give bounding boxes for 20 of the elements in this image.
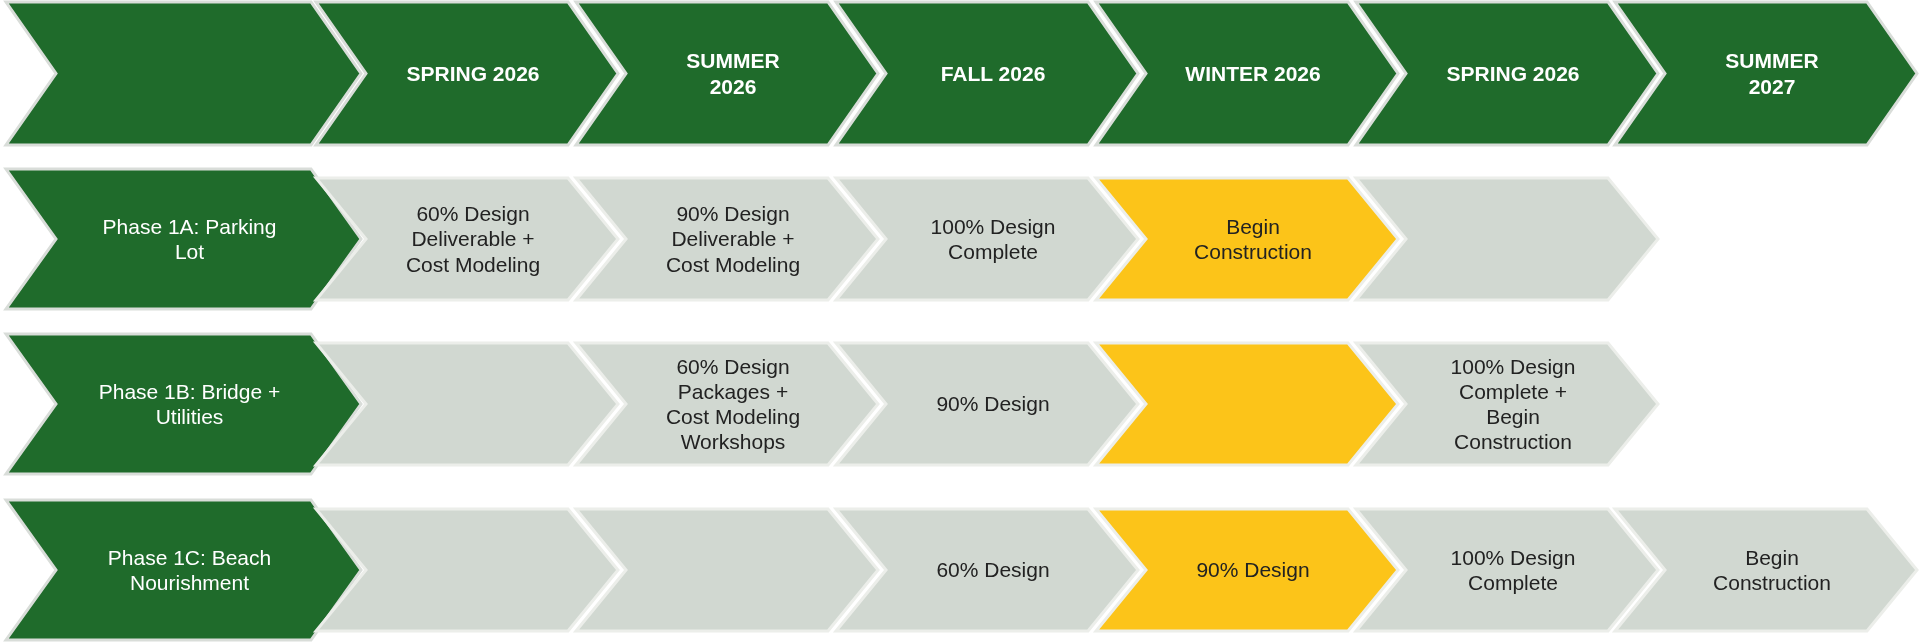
milestone-label: Begin Construction — [1193, 213, 1313, 265]
season-label: SPRING 2026 — [406, 60, 540, 87]
milestone-label: 60% Design Packages + Cost Modeling Workshops — [664, 353, 802, 455]
milestone-label: 100% Design Complete — [1449, 544, 1577, 596]
season-label: SPRING 2026 — [1446, 60, 1580, 87]
season-label: WINTER 2026 — [1185, 60, 1321, 87]
milestone-label: 60% Design Deliverable + Cost Modeling — [404, 201, 542, 277]
milestone-label: 100% Design Complete + Begin Construction — [1449, 353, 1577, 455]
milestone-label: 90% Design — [936, 391, 1050, 417]
milestone-label: 90% Design Deliverable + Cost Modeling — [664, 201, 802, 277]
season-label: FALL 2026 — [940, 60, 1046, 87]
phase-label: Phase 1A: Parking Lot — [101, 213, 278, 265]
milestone-label: Begin Construction — [1712, 544, 1832, 596]
milestone-label: 90% Design — [1196, 557, 1310, 583]
milestone-label: 60% Design — [936, 557, 1050, 583]
season-label: SUMMER 2026 — [685, 48, 781, 99]
milestone-label: 100% Design Complete — [929, 213, 1057, 265]
phase-label: Phase 1C: Beach Nourishment — [106, 544, 273, 596]
season-label: SUMMER 2027 — [1724, 48, 1820, 99]
phase-label: Phase 1B: Bridge + Utilities — [97, 378, 282, 430]
